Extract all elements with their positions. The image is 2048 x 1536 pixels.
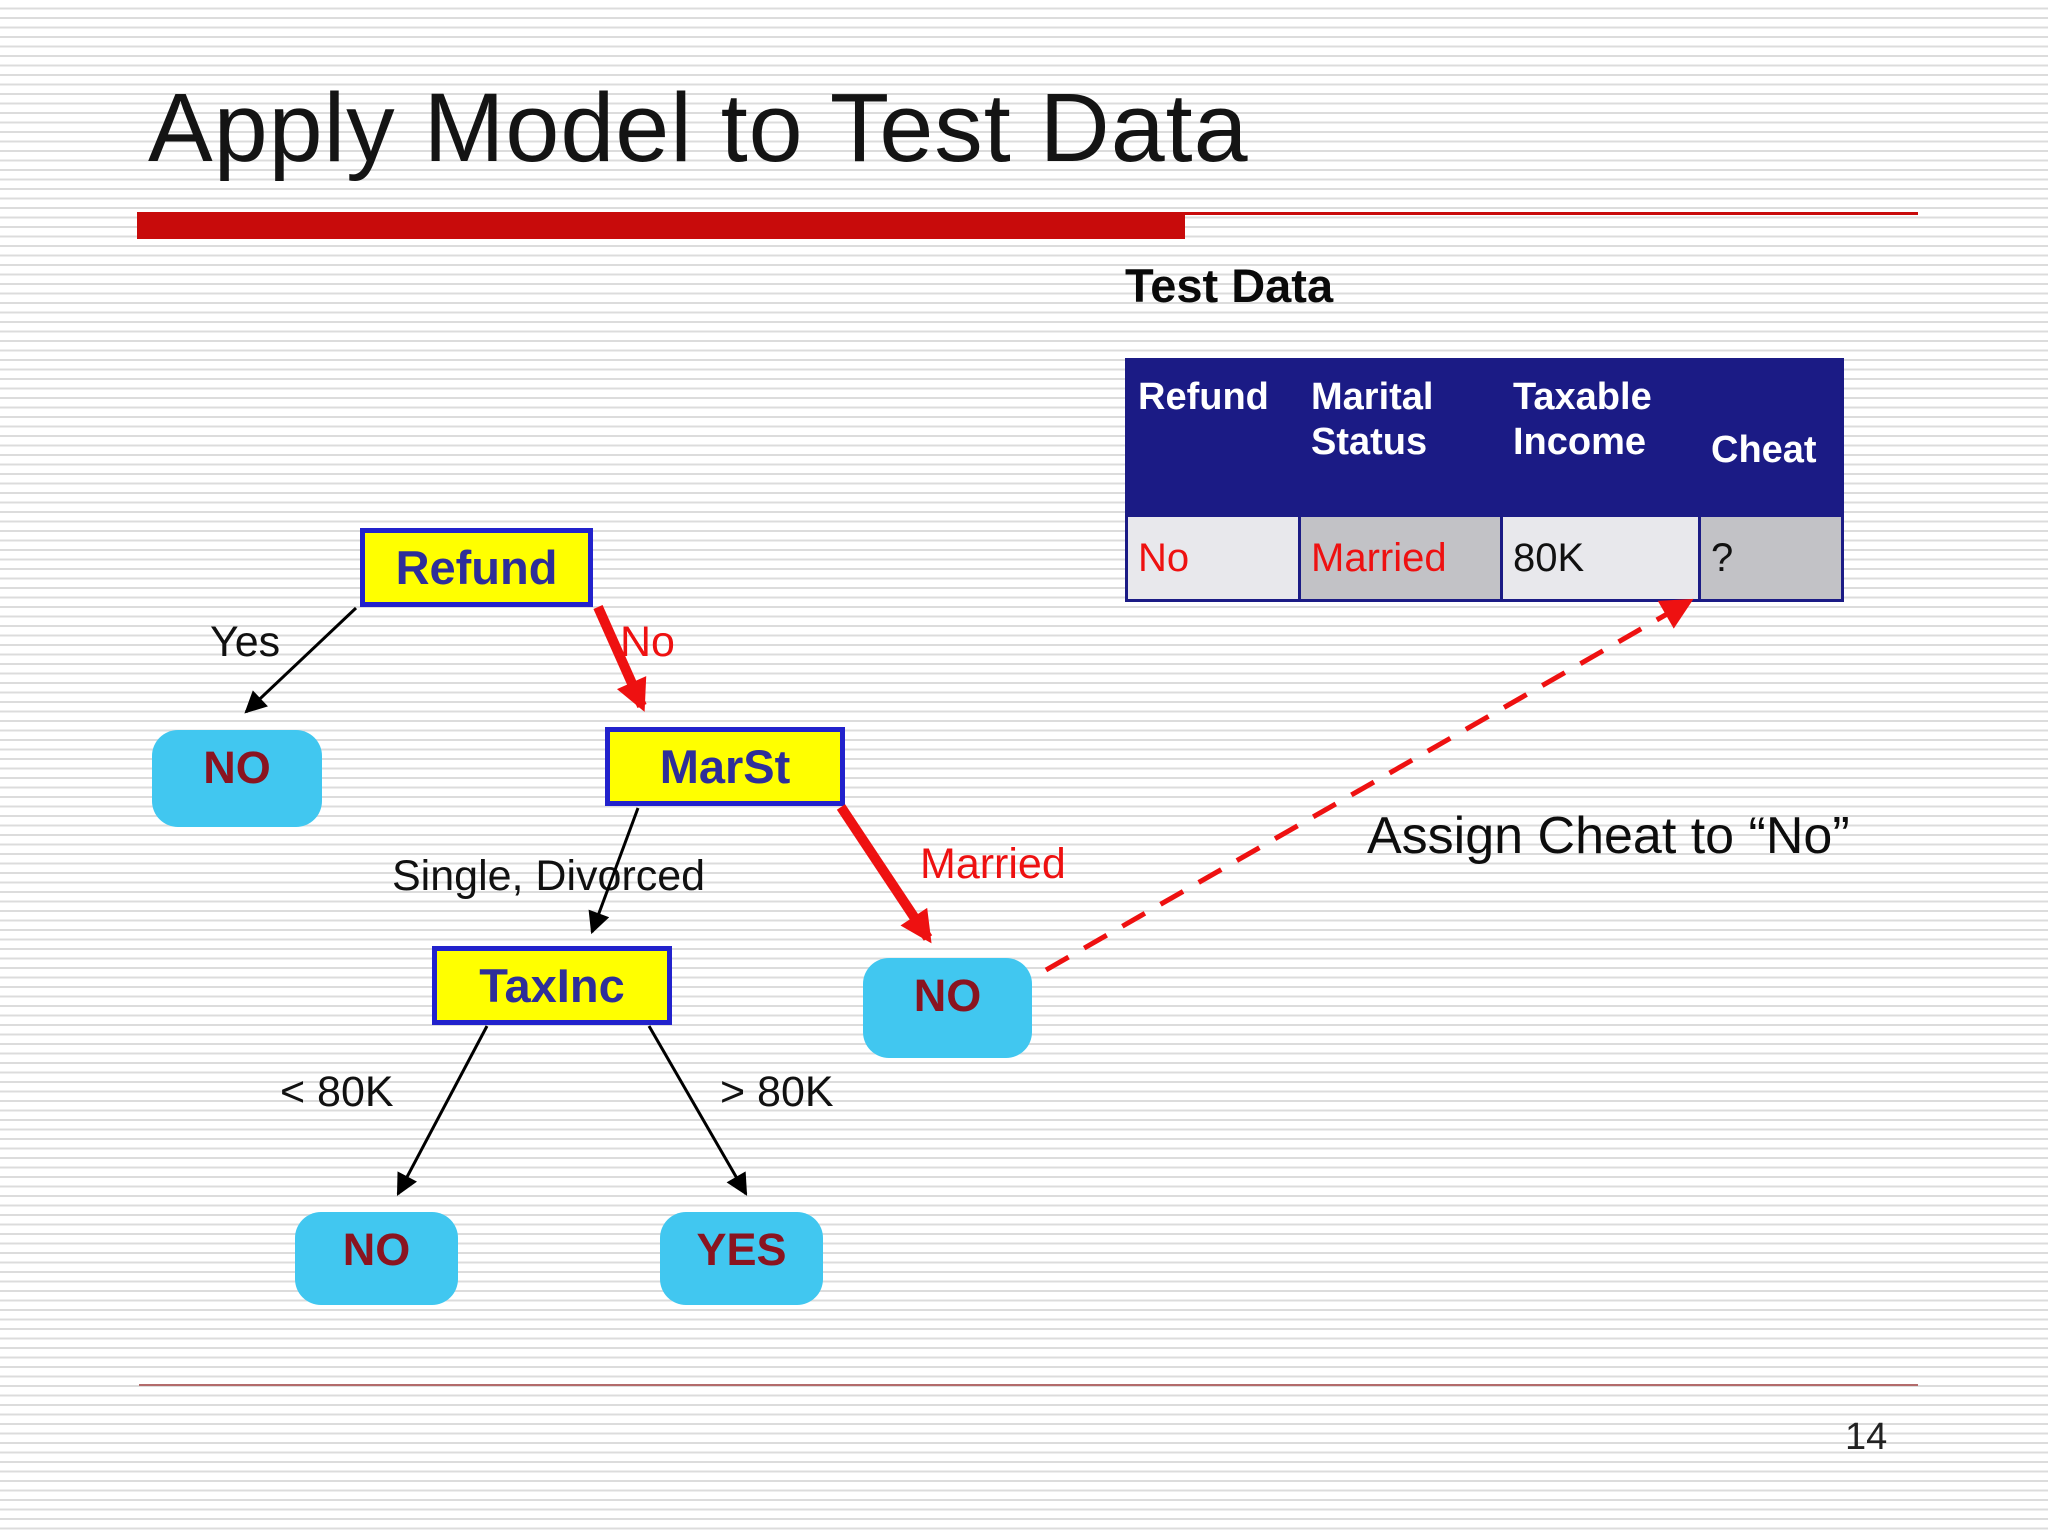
footer-divider <box>139 1384 1918 1386</box>
tree-node-refund-label: Refund <box>395 541 558 594</box>
test-data-heading: Test Data <box>1125 259 1334 312</box>
tree-leaf-no-low-income: NO <box>295 1212 458 1305</box>
tree-node-taxinc: TaxInc <box>432 946 672 1025</box>
cell-refund-value: No <box>1125 514 1301 602</box>
table-header-row: Refund Marital Status Taxable Income Che… <box>1125 358 1844 517</box>
tree-leaf-yes-high-income: YES <box>660 1212 823 1305</box>
assign-dashed-arrow <box>1044 598 1694 973</box>
table-row: No Married 80K ? <box>1125 514 1844 602</box>
edge-label-no: No <box>620 618 675 666</box>
tree-leaf-no-married: NO <box>863 958 1032 1058</box>
tree-node-taxinc-label: TaxInc <box>479 959 625 1012</box>
page-title: Apply Model to Test Data <box>148 73 1249 182</box>
edge-label-lt-80k: < 80K <box>280 1068 394 1116</box>
edge-label-married: Married <box>920 840 1066 888</box>
assign-cheat-annotation: Assign Cheat to “No” <box>1367 807 1850 865</box>
edge-label-single-divorced: Single, Divorced <box>392 852 706 900</box>
leaf-label: YES <box>696 1224 787 1275</box>
tree-node-refund: Refund <box>360 528 593 607</box>
cell-marital-status-value: Married <box>1298 514 1503 602</box>
tree-node-marst-label: MarSt <box>659 740 791 793</box>
col-header-refund: Refund <box>1125 358 1301 517</box>
col-header-taxable-income: Taxable Income <box>1500 358 1701 517</box>
tree-leaf-no-refund-yes: NO <box>152 730 322 827</box>
edge-marst-married-arrow <box>836 804 933 944</box>
cell-taxable-income-value: 80K <box>1500 514 1701 602</box>
edge-taxinc-low-arrow <box>396 1025 489 1196</box>
leaf-label: NO <box>203 742 271 793</box>
leaf-label: NO <box>342 1224 411 1275</box>
col-header-marital-status: Marital Status <box>1298 358 1503 517</box>
cell-cheat-value: ? <box>1698 514 1844 602</box>
tree-node-marst: MarSt <box>605 727 845 806</box>
edge-label-yes: Yes <box>210 618 281 666</box>
leaf-label: NO <box>913 970 982 1021</box>
col-header-cheat: Cheat <box>1698 358 1844 517</box>
edge-label-gt-80k: > 80K <box>720 1068 834 1116</box>
test-data-table: Refund Marital Status Taxable Income Che… <box>1125 358 1844 602</box>
page-number: 14 <box>1845 1416 1888 1458</box>
title-underline-bar <box>137 212 1185 239</box>
